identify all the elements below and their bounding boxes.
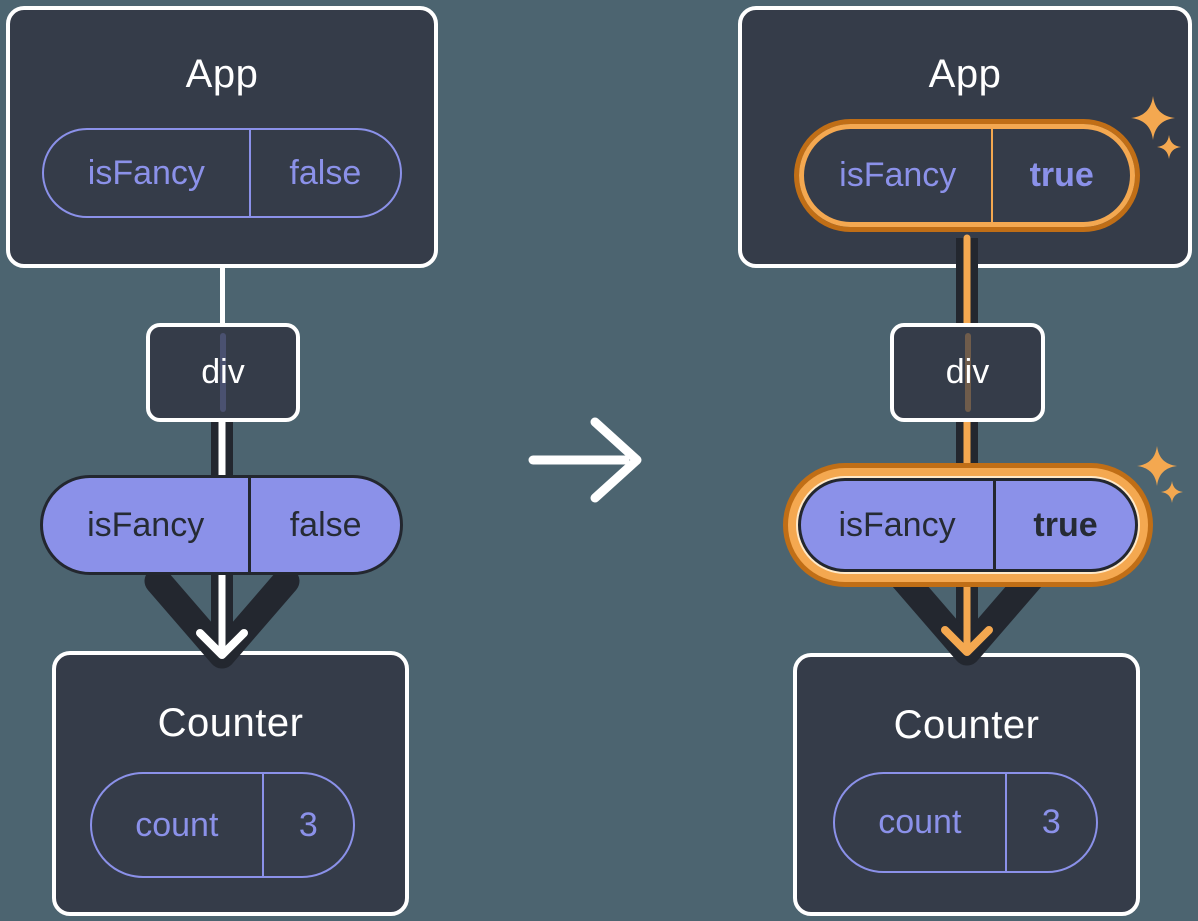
app-isfancy-prop-pill: isFancy false (42, 128, 402, 218)
prop-value-cell: false (289, 505, 362, 544)
prop-value-cell: true (1033, 505, 1098, 544)
state-name-cell: count (135, 805, 219, 844)
app-isfancy-prop-pill-highlighted: isFancy true (799, 124, 1135, 227)
pill-divider (991, 129, 994, 222)
pill-divider (993, 481, 997, 569)
app-div-connector-line (220, 266, 225, 326)
count-state-pill: count 3 (833, 772, 1098, 873)
sparkle-icon-small (1161, 481, 1183, 503)
pill-divider (1004, 774, 1007, 871)
state-value-cell: 3 (1041, 803, 1061, 841)
prop-value-cell: true (1029, 156, 1094, 194)
prop-name-cell: isFancy (87, 505, 205, 544)
count-state-pill: count 3 (90, 772, 355, 878)
pill-divider (248, 130, 251, 216)
pill-divider (261, 774, 264, 876)
app-title: App (928, 52, 1002, 96)
div-element-box: div (146, 323, 300, 422)
div-element-box: div (890, 323, 1045, 422)
app-title: App (185, 52, 259, 96)
counter-title: Counter (893, 703, 1040, 747)
passed-isfancy-prop-pill-highlighted: isFancy true (798, 478, 1138, 572)
prop-name-cell: isFancy (87, 153, 205, 192)
counter-title: Counter (157, 701, 304, 745)
passed-isfancy-prop-pill: isFancy false (40, 475, 403, 575)
sparkle-icon-large (1131, 96, 1175, 140)
prop-pass-through-line (964, 333, 971, 412)
div-label: div (201, 353, 245, 391)
prop-name-cell: isFancy (839, 156, 957, 194)
div-label: div (945, 353, 990, 391)
right-arrow-icon (528, 417, 642, 503)
prop-value-cell: false (289, 153, 362, 192)
sparkle-icon-small (1157, 135, 1181, 159)
state-name-cell: count (878, 803, 962, 841)
sparkle-icon-large (1137, 446, 1177, 486)
state-value-cell: 3 (298, 805, 318, 844)
prop-pass-through-line (220, 333, 226, 412)
pill-divider (248, 478, 252, 572)
prop-name-cell: isFancy (838, 505, 956, 544)
prop-flow-arrow (889, 234, 1045, 666)
